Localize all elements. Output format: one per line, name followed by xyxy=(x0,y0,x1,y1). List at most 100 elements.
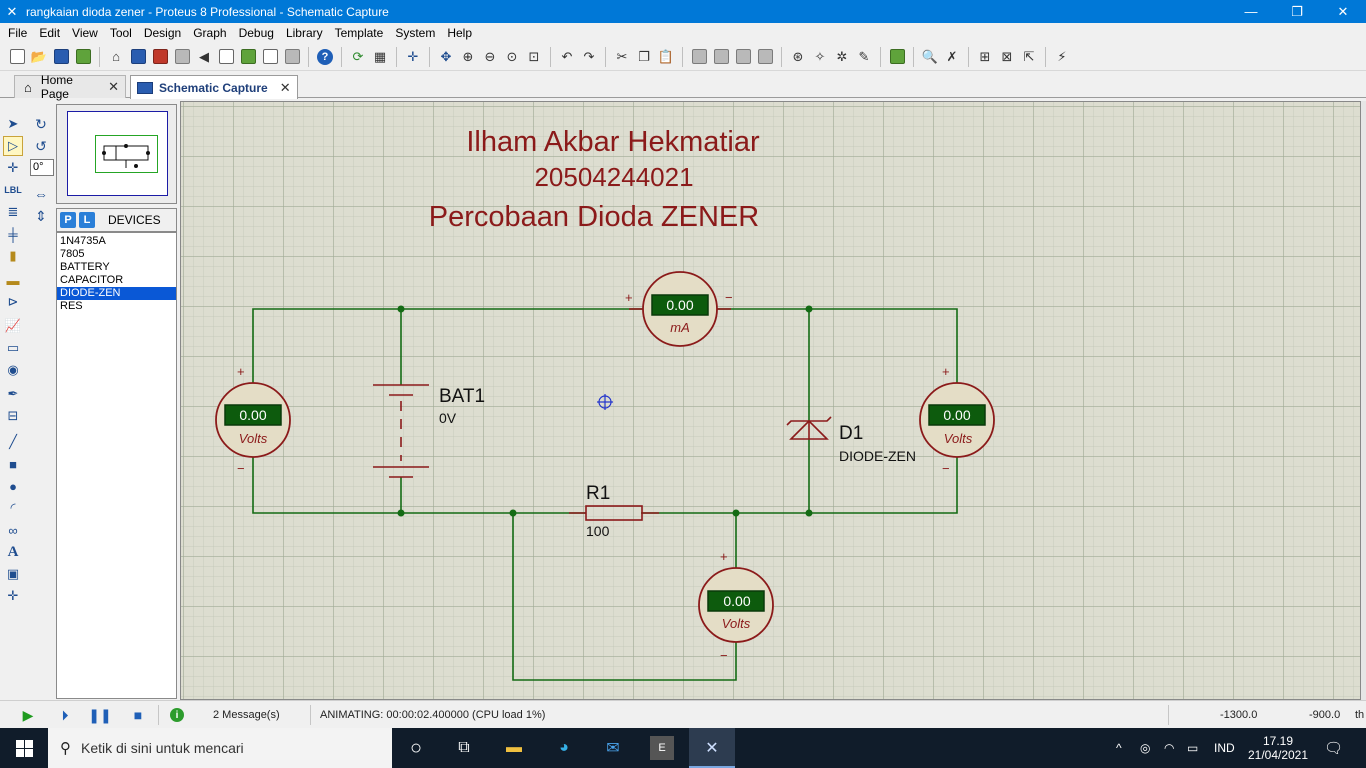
dc-voltmeter-right[interactable]: 0.00 Volts + − xyxy=(919,364,995,476)
message-count[interactable]: 2 Message(s) xyxy=(213,709,280,721)
bom-icon[interactable] xyxy=(216,47,236,67)
vertical-scrollbar[interactable] xyxy=(1361,101,1366,700)
grid-toggle-icon[interactable]: ▦ xyxy=(373,48,387,64)
zoom-out-icon[interactable]: ⊖ xyxy=(484,48,496,64)
menu-debug[interactable]: Debug xyxy=(238,26,274,40)
language-indicator[interactable]: IND xyxy=(1214,741,1235,755)
property-tool-icon[interactable]: ✗ xyxy=(946,48,958,64)
device-pins-icon[interactable]: ⊳ xyxy=(7,294,19,309)
junction-dot-icon[interactable]: ✛ xyxy=(7,160,19,175)
device-item-7805[interactable]: 7805 xyxy=(60,248,85,260)
tab-schematic-capture[interactable]: Schematic Capture ✕ xyxy=(130,75,298,99)
battery-bat1[interactable] xyxy=(373,384,429,478)
dc-voltmeter-left[interactable]: 0.00 Volts + − xyxy=(215,364,291,476)
zener-diode-d1[interactable] xyxy=(786,416,832,440)
notification-icon[interactable]: 🗨 xyxy=(1324,740,1344,757)
menu-design[interactable]: Design xyxy=(143,26,182,40)
schematic-icon[interactable] xyxy=(128,47,148,67)
rotate-anticlockwise-icon[interactable]: ↺ xyxy=(35,137,47,154)
pick-device-icon[interactable]: ⊛ xyxy=(792,48,804,64)
paste-icon[interactable]: 📋 xyxy=(657,48,675,64)
file-explorer-icon[interactable]: ▬ xyxy=(506,739,522,756)
block-rotate-icon[interactable] xyxy=(733,47,753,67)
step-icon[interactable]: ⏵ xyxy=(61,706,69,723)
wire-autorouter-icon[interactable] xyxy=(887,47,907,67)
menu-help[interactable]: Help xyxy=(447,26,473,40)
block-move-icon[interactable] xyxy=(711,47,731,67)
circle-icon[interactable]: ● xyxy=(9,478,17,494)
close-tab-icon[interactable]: ✕ xyxy=(279,79,291,95)
cortana-icon[interactable]: ○ xyxy=(409,736,423,759)
battery-icon[interactable]: ▭ xyxy=(1187,741,1199,755)
menu-template[interactable]: Template xyxy=(334,26,384,40)
undo-icon[interactable]: ↶ xyxy=(561,48,573,64)
mail-icon[interactable]: ✉ xyxy=(606,740,620,757)
remove-sheet-icon[interactable]: ⊠ xyxy=(1001,48,1013,64)
search-tag-icon[interactable]: 🔍 xyxy=(921,48,939,64)
device-item-battery[interactable]: BATTERY xyxy=(60,261,110,273)
pcb-icon[interactable] xyxy=(150,47,170,67)
menu-library[interactable]: Library xyxy=(285,26,323,40)
schematic-canvas[interactable]: Ilham Akbar Hekmatiar 20504244021 Percob… xyxy=(180,101,1361,700)
resistor-r1[interactable] xyxy=(569,505,659,521)
arc-icon[interactable]: ◜ xyxy=(10,500,16,515)
electrical-check-icon[interactable]: ⚡ xyxy=(1057,48,1067,64)
subcircuit-icon[interactable]: ▮ xyxy=(9,248,17,263)
menu-view[interactable]: View xyxy=(72,26,98,40)
library-manager-button[interactable]: L xyxy=(79,212,95,228)
device-item-res[interactable]: RES xyxy=(60,300,83,312)
redo-icon[interactable]: ↷ xyxy=(583,48,595,64)
rotation-angle-field[interactable]: 0° xyxy=(30,159,54,176)
help-icon[interactable]: ? xyxy=(315,47,335,67)
graph-mode-icon[interactable]: 📈 xyxy=(4,318,22,333)
start-button[interactable] xyxy=(0,728,48,768)
menu-graph[interactable]: Graph xyxy=(193,26,227,40)
import-icon[interactable] xyxy=(73,47,93,67)
text-icon[interactable]: A xyxy=(7,543,19,560)
gallery-icon[interactable] xyxy=(172,47,192,67)
clock[interactable]: 17.19 21/04/2021 xyxy=(1246,728,1310,768)
cut-icon[interactable]: ✂ xyxy=(616,48,628,64)
wire-label-icon[interactable]: LBL xyxy=(4,185,22,195)
minimize-button[interactable]: — xyxy=(1244,4,1258,19)
block-delete-icon[interactable] xyxy=(755,47,775,67)
play-icon[interactable]: ▶ xyxy=(22,706,34,723)
pause-icon[interactable]: ❚❚ xyxy=(88,706,112,723)
box-icon[interactable]: ■ xyxy=(9,456,17,472)
app-e-icon[interactable]: E xyxy=(650,736,674,760)
zoom-area-icon[interactable]: ⊡ xyxy=(528,48,540,64)
new-file-icon[interactable] xyxy=(7,47,27,67)
stop-icon[interactable]: ■ xyxy=(133,707,143,723)
close-tab-icon[interactable]: ✕ xyxy=(108,79,119,94)
buses-icon[interactable]: ╪ xyxy=(8,226,18,242)
symbol-icon[interactable]: ▣ xyxy=(6,566,20,581)
rotate-clockwise-icon[interactable]: ↻ xyxy=(35,115,47,132)
dc-voltmeter-bottom[interactable]: 0.00 Volts + − xyxy=(698,549,774,663)
new-sheet-icon[interactable]: ⊞ xyxy=(979,48,991,64)
block-copy-icon[interactable] xyxy=(689,47,709,67)
text-script-icon[interactable]: ≣ xyxy=(7,204,19,219)
pan-icon[interactable]: ✥ xyxy=(440,48,452,64)
virtual-instruments-icon[interactable]: ⊟ xyxy=(7,408,19,423)
dc-ammeter[interactable]: 0.00 mA + − xyxy=(625,271,733,347)
zoom-all-icon[interactable]: ⊙ xyxy=(506,48,518,64)
selection-mode-icon[interactable]: ➤ xyxy=(7,116,19,131)
mirror-vertical-icon[interactable]: ⇕ xyxy=(35,207,47,224)
report-icon[interactable] xyxy=(260,47,280,67)
terminals-icon[interactable]: ▬ xyxy=(6,272,20,288)
menu-edit[interactable]: Edit xyxy=(39,26,61,40)
voltage-probe-icon[interactable]: ✒ xyxy=(7,386,19,401)
source-code-icon[interactable] xyxy=(238,47,258,67)
tab-home-page[interactable]: ⌂ Home Page ✕ xyxy=(14,73,126,101)
marker-icon[interactable]: ✛ xyxy=(7,588,19,603)
proteus-taskbar-button[interactable]: ✕ xyxy=(689,728,735,768)
device-item-1n4735a[interactable]: 1N4735A xyxy=(60,235,106,247)
component-mode-icon[interactable]: ▷ xyxy=(3,136,23,156)
menu-file[interactable]: File xyxy=(8,26,28,40)
taskbar-search-box[interactable]: ⚲ Ketik di sini untuk mencari xyxy=(48,728,392,768)
home-icon[interactable]: ⌂ xyxy=(112,49,120,64)
edge-browser-icon[interactable]: ◕ xyxy=(559,739,569,756)
battery-tool-icon[interactable] xyxy=(282,47,302,67)
line-icon[interactable]: ╱ xyxy=(9,434,17,449)
info-icon[interactable]: i xyxy=(170,708,184,722)
